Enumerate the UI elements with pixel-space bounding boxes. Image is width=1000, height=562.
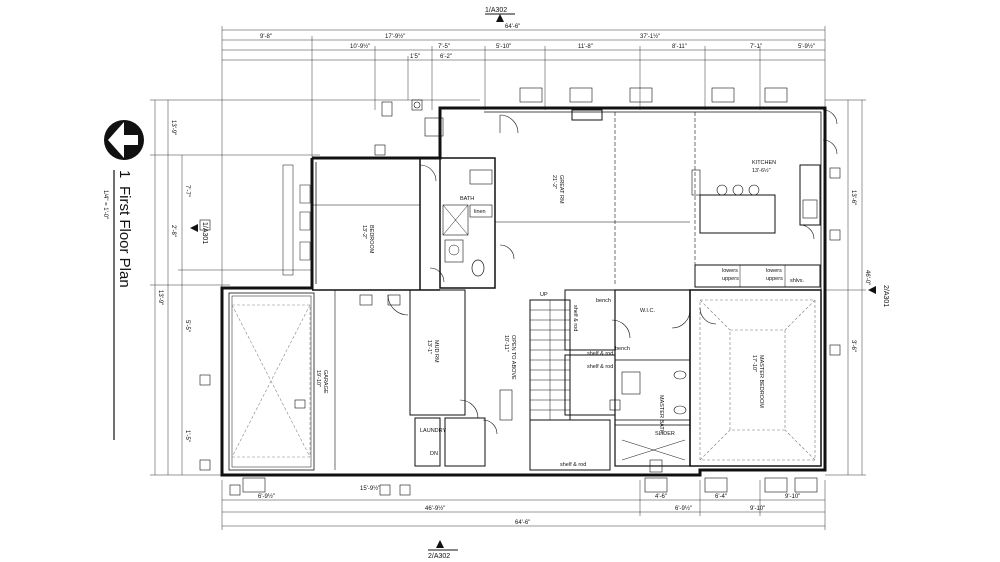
window-tags [199, 87, 841, 496]
dimension-lines-right [825, 99, 866, 476]
plan-scale: 1/4" = 1'-0" [102, 190, 108, 219]
dim-top-2: 17'-9½" [385, 33, 405, 40]
bench-label-2: bench [615, 346, 630, 352]
dim-top-r2-2: 7'-5" [438, 44, 450, 50]
dimension-lines-bottom [221, 480, 826, 530]
great-room: GREAT RM 21'-2" [495, 109, 696, 285]
shelf-rod-label-2: shelf & rod [587, 364, 613, 370]
dim-top-r2-1: 10'-9½" [350, 43, 370, 50]
door-swings [387, 109, 838, 435]
shelf-rod-label-3: shelf & rod [560, 462, 586, 468]
title-number: 1 [116, 170, 133, 178]
wic-label: W.I.C. [640, 308, 655, 314]
section-ref-bottom: 2/A302 [428, 540, 458, 560]
exterior-walls [220, 106, 827, 477]
dim-bottom-3: 6'-4" [715, 494, 727, 500]
dim-top-r2-3: 5'-10" [496, 44, 511, 50]
dim-left-2: 2'-8" [170, 225, 176, 237]
kitchen-label: KITCHEN [752, 160, 776, 166]
dim-top-r2-5: 8'-11" [672, 44, 687, 50]
dim-top-r2-7: 5'-9½" [798, 43, 815, 50]
mudroom-dims: 13'-1" [426, 340, 432, 354]
stair-label: OPEN TO ABOVE [510, 335, 516, 380]
dim-top-r2-4: 11'-8" [578, 44, 593, 50]
master-bedroom: MASTER BEDROOM 17'-10" [689, 289, 822, 467]
linen-label: linen [474, 209, 486, 215]
up-label: UP [540, 292, 548, 298]
dn-label: DN [430, 451, 438, 457]
dim-bottom-misc: 15'-9½" [360, 485, 380, 492]
bedroom-dims: 13'-2" [361, 225, 367, 239]
dim-bottom-r2-1: 46'-9½" [425, 505, 445, 512]
lowers-label-2: lowers [766, 268, 782, 274]
section-ref-top-label: 1/A302 [485, 7, 507, 14]
kitchen-dims: 13'-6½" [752, 167, 771, 174]
dim-left-5: 1'-5" [184, 430, 190, 442]
bath-label: BATH [460, 196, 474, 202]
dimension-lines-top [221, 26, 826, 475]
bathroom: linen BATH [439, 157, 496, 289]
section-ref-top: 1/A302 [485, 7, 515, 22]
section-ref-right-label: 2/A301 [882, 285, 889, 307]
stair-closets: OPEN TO ABOVE 10'-11" shelf & rod shelf … [503, 289, 630, 471]
section-ref-right: 2/A301 [868, 285, 889, 307]
slider-label: SLIDER [655, 431, 675, 437]
uppers-label: uppers [722, 276, 739, 282]
dim-top-overall: 64'-6" [505, 24, 520, 30]
great-room-dims: 21'-2" [551, 175, 557, 189]
shelf-rod-label-4: shelf & rod [572, 305, 578, 331]
dim-left-1: 13'-9" [170, 120, 176, 135]
great-room-label: GREAT RM [558, 175, 564, 204]
master-bedroom-label: MASTER BEDROOM [758, 355, 764, 408]
shelves-label: shlvs. [790, 278, 805, 284]
dim-top-r2-6: 7'-1" [750, 44, 762, 50]
garage: GARAGE 19'-10" [231, 290, 336, 470]
kitchen: lowers uppers lowers uppers shlvs. KITCH… [694, 160, 821, 288]
master-bedroom-dims: 17'-10" [751, 355, 757, 372]
dim-right-2: 3'-6" [850, 340, 856, 352]
garage-dims: 19'-10" [315, 370, 321, 387]
uppers-label-2: uppers [766, 276, 783, 282]
dim-top-r3-1: 1'5" [410, 54, 420, 60]
dim-bottom-4: 9'-10" [785, 494, 800, 500]
bedroom: BEDROOM 13'-2" [282, 158, 440, 291]
section-ref-left-label: 1/A301 [201, 222, 208, 244]
dim-top-3: 37'-1½" [640, 33, 660, 40]
mud-room: LAUNDRY MUD RM 13'-1" DN [409, 289, 486, 467]
dim-bottom-r2-3: 9'-10" [750, 506, 765, 512]
dim-bottom-overall: 64'-6" [515, 520, 530, 526]
dim-top-1: 9'-8" [260, 34, 272, 40]
dim-bottom-2: 4'-6" [655, 494, 667, 500]
dim-bottom-r2-2: 6'-9½" [675, 505, 692, 512]
garage-label: GARAGE [322, 370, 328, 394]
dim-right-overall: 46'-0" [864, 270, 870, 285]
mudroom-label: MUD RM [433, 340, 439, 363]
dim-left-4: 5'-5" [184, 320, 190, 332]
dim-bottom-1: 6'-9½" [258, 493, 275, 500]
title-block: 1 First Floor Plan 1/4" = 1'-0" [102, 120, 144, 440]
bench-label: bench [596, 298, 611, 304]
bedroom-label: BEDROOM [368, 225, 374, 254]
dim-left-6: 13'-9" [157, 290, 163, 305]
dim-left-3: 7'-7" [184, 185, 190, 197]
stair-dims: 10'-11" [503, 335, 509, 352]
plan-title: First Floor Plan [116, 186, 133, 288]
fixtures [294, 99, 701, 421]
lowers-label: lowers [722, 268, 738, 274]
laundry-label: LAUNDRY [420, 428, 447, 434]
master-bath-label: MASTER BATH [658, 395, 664, 434]
section-ref-bottom-label: 2/A302 [428, 553, 450, 560]
section-ref-left: 1/A301 [190, 222, 208, 244]
master-suite-utility: SLIDER W.I.C. MASTER BATH [614, 289, 691, 467]
shelf-rod-label: shelf & rod [587, 351, 613, 357]
dim-top-r3-2: 6'-2" [440, 54, 452, 60]
dim-right-1: 13'-6" [850, 190, 856, 205]
dimension-lines-left [150, 99, 480, 476]
